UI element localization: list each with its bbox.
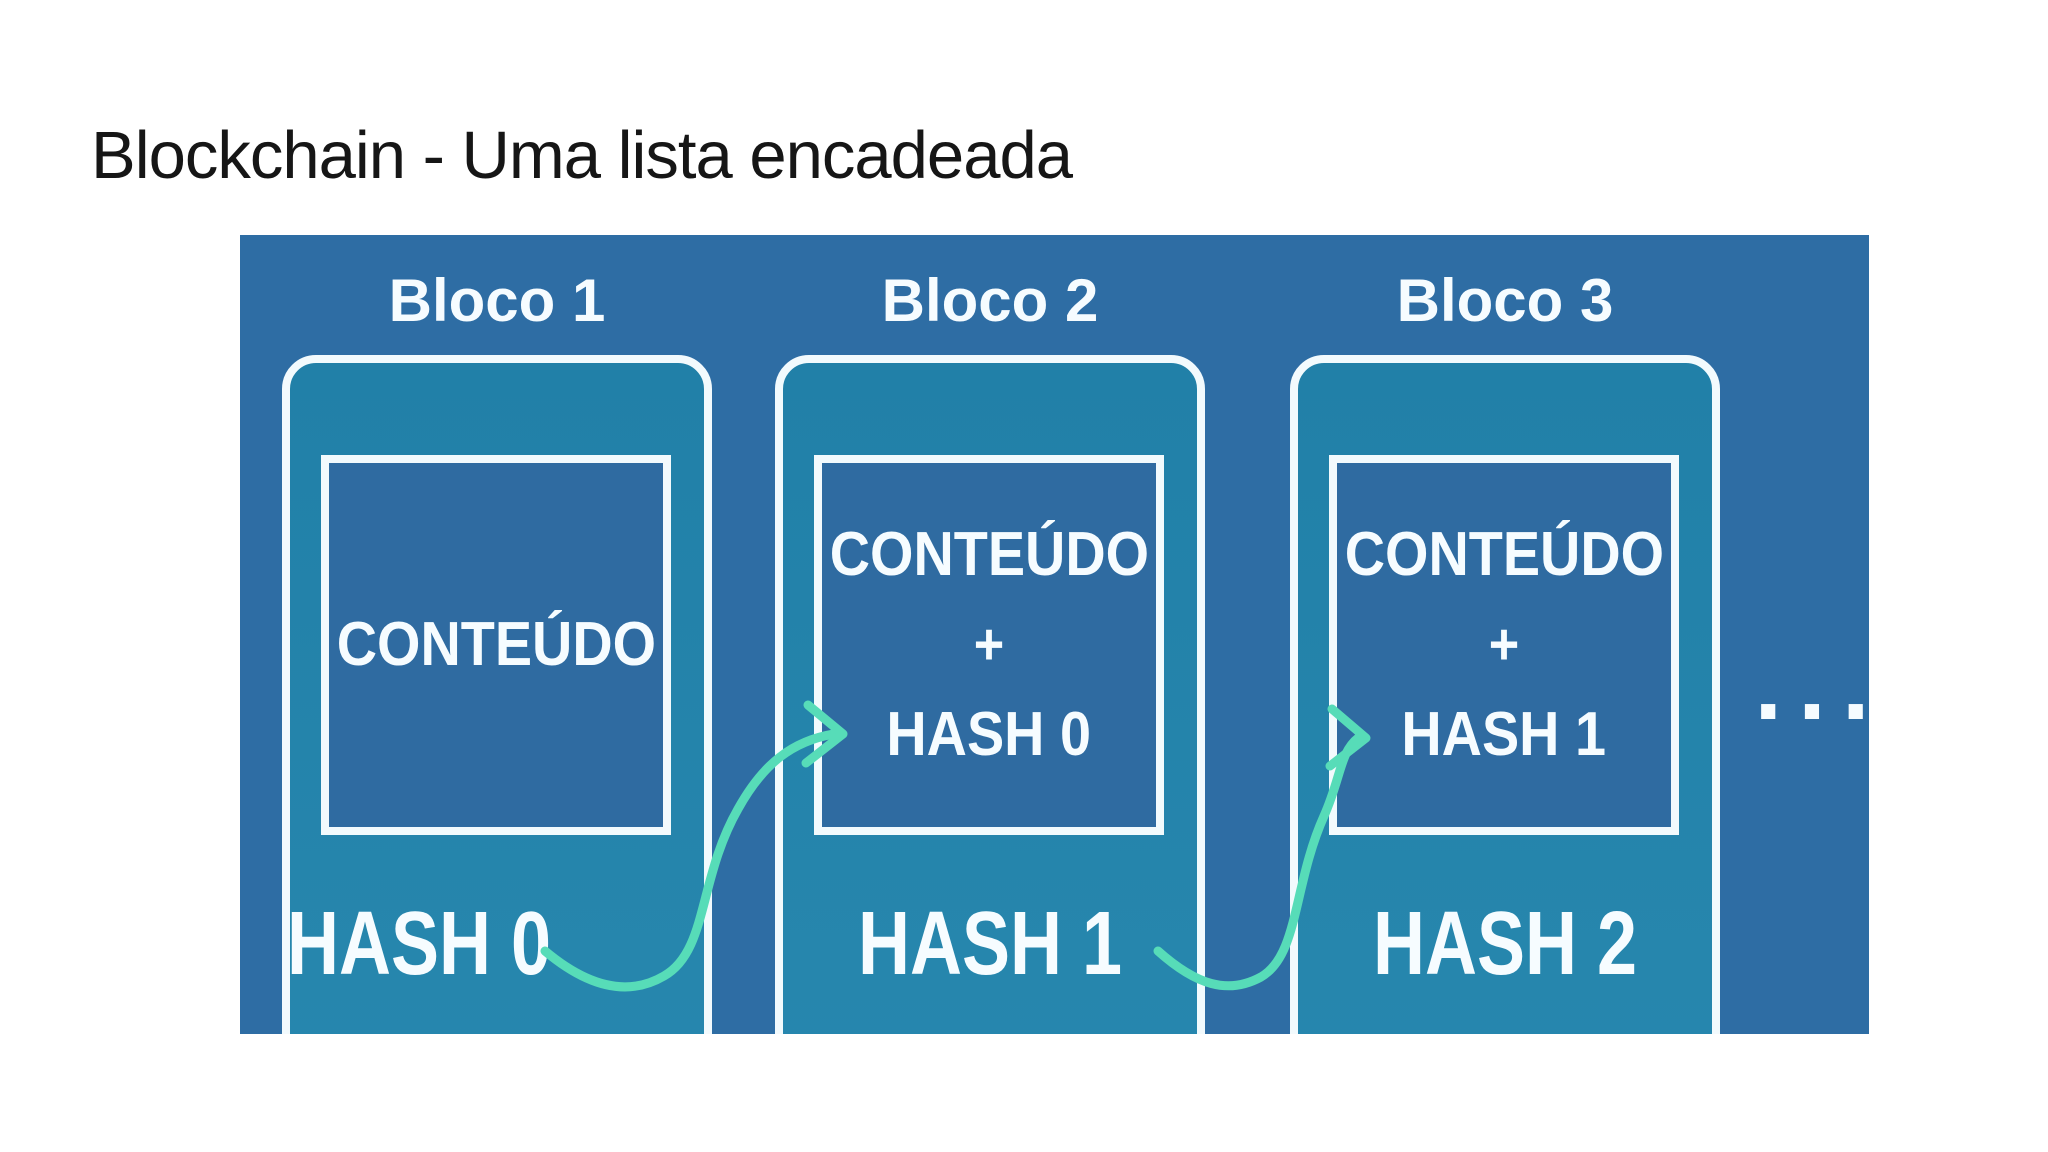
continuation-ellipsis: ... bbox=[1754, 629, 1869, 741]
block1-content-text: CONTEÚDO bbox=[336, 610, 656, 679]
block2-label: Bloco 2 bbox=[881, 267, 1099, 334]
block2-content-box: CONTEÚDO + HASH 0 bbox=[814, 455, 1164, 835]
block3-plus-sign: + bbox=[1488, 612, 1520, 677]
block3-label: Bloco 3 bbox=[1396, 267, 1614, 334]
block3-content-text: CONTEÚDO bbox=[1344, 520, 1664, 589]
block1: CONTEÚDO HASH 0 bbox=[282, 355, 712, 1034]
blockchain-diagram-panel: Bloco 1 Bloco 2 Bloco 3 CONTEÚDO HASH 0 … bbox=[240, 235, 1869, 1034]
slide-title: Blockchain - Uma lista encadeada bbox=[91, 117, 1073, 193]
block2-hash-label: HASH 1 bbox=[857, 894, 1123, 994]
block3-content-box: CONTEÚDO + HASH 1 bbox=[1329, 455, 1679, 835]
block2: CONTEÚDO + HASH 0 HASH 1 bbox=[775, 355, 1205, 1034]
block3-prev-hash-text: HASH 1 bbox=[1401, 700, 1607, 769]
block2-content-text: CONTEÚDO bbox=[829, 520, 1149, 589]
block1-content-box: CONTEÚDO bbox=[321, 455, 671, 835]
block1-label: Bloco 1 bbox=[388, 267, 606, 334]
block2-prev-hash-text: HASH 0 bbox=[886, 700, 1092, 769]
block1-hash-label: HASH 0 bbox=[286, 894, 552, 994]
block3-hash-label: HASH 2 bbox=[1372, 894, 1638, 994]
block3: CONTEÚDO + HASH 1 HASH 2 bbox=[1290, 355, 1720, 1034]
block2-plus-sign: + bbox=[973, 612, 1005, 677]
